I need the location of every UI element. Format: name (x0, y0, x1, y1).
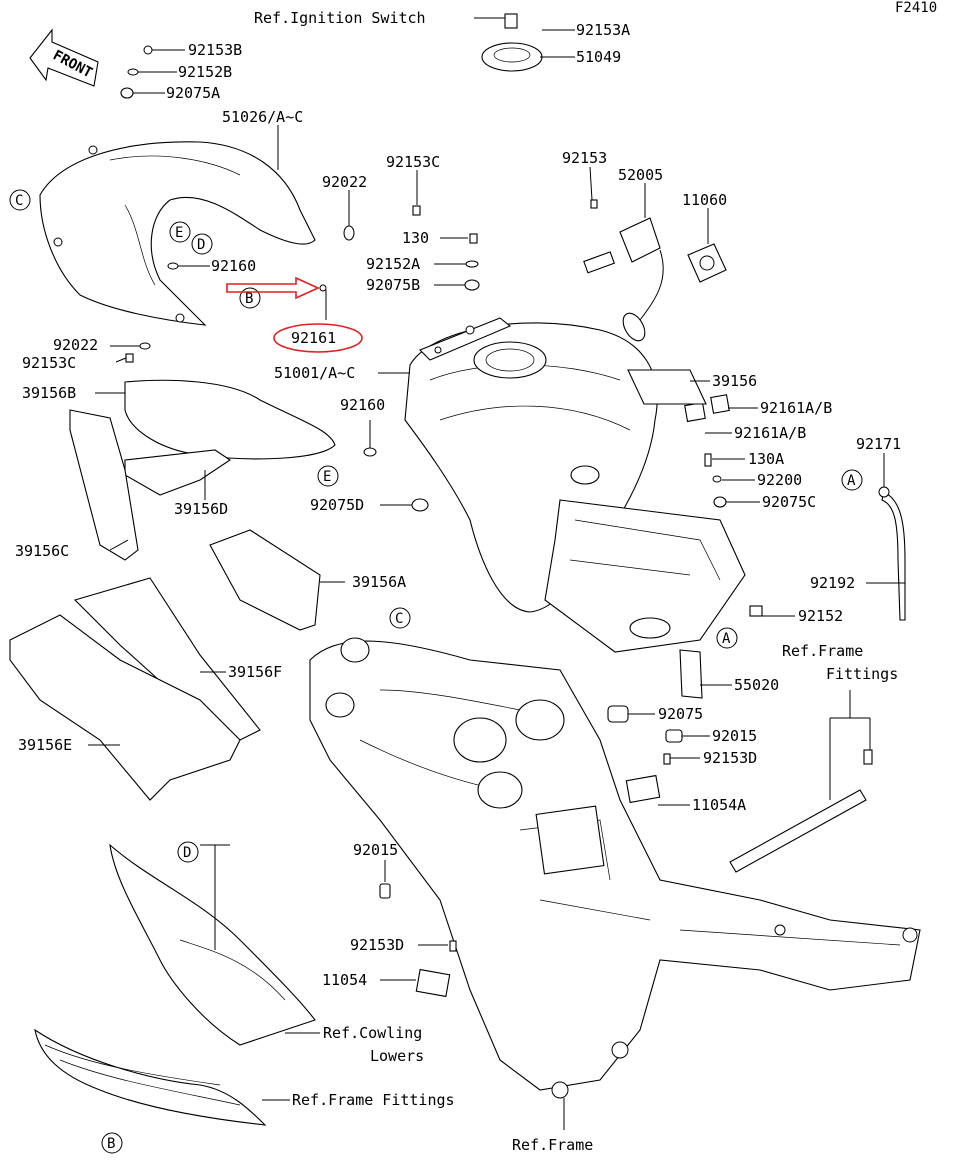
label-51049: 51049 (576, 48, 621, 66)
fuel-cap (481, 13, 543, 72)
callout-d-bottom: D (177, 841, 199, 863)
label-92160-left: 92160 (211, 257, 256, 275)
label-92075B: 92075B (366, 276, 420, 294)
label-92022-left: 92022 (53, 336, 98, 354)
label-ref-frame-fittings-1: Ref.Frame (782, 642, 863, 660)
svg-text:D: D (183, 845, 191, 861)
callout-a-right: A (841, 469, 863, 491)
part-labels: Ref.Ignition Switch 92153A 51049 92153B … (15, 9, 901, 1154)
label-92015-right: 92015 (712, 727, 757, 745)
label-ref-frame: Ref.Frame (512, 1136, 593, 1154)
callout-b-bottom: B (101, 1132, 123, 1154)
svg-text:E: E (175, 225, 183, 241)
label-39156C: 39156C (15, 542, 69, 560)
label-ref-frame-fittings-2: Fittings (826, 665, 898, 683)
label-92075C: 92075C (762, 493, 816, 511)
label-92153C-top: 92153C (386, 153, 440, 171)
label-92192: 92192 (810, 574, 855, 592)
label-92152: 92152 (798, 607, 843, 625)
label-92153D-right: 92153D (703, 749, 757, 767)
label-92075A: 92075A (166, 84, 220, 102)
svg-text:B: B (245, 291, 253, 307)
svg-text:C: C (395, 611, 403, 627)
figure-id: F2410 (895, 0, 937, 16)
callout-c-left: C (9, 189, 31, 211)
highlight-92161 (226, 276, 363, 353)
callout-e-mid: E (317, 465, 339, 487)
label-ref-cowling-2: Lowers (370, 1047, 424, 1065)
label-92015-mid: 92015 (353, 841, 398, 859)
frame-fitting-rail (729, 789, 867, 873)
label-92161AB-2: 92161A/B (734, 424, 806, 442)
label-130: 130 (402, 229, 429, 247)
insulator-39156D (124, 449, 231, 496)
label-92075D: 92075D (310, 496, 364, 514)
label-39156E: 39156E (18, 736, 72, 754)
label-39156D: 39156D (174, 500, 228, 518)
insulator-39156F (73, 577, 261, 741)
callout-e-top: E (169, 221, 191, 243)
label-130A: 130A (748, 450, 784, 468)
insulator-39156A (209, 529, 321, 631)
front-arrow-icon: FRONT (29, 28, 99, 87)
leader-lines (88, 17, 905, 1130)
label-92152A: 92152A (366, 255, 420, 273)
svg-text:A: A (847, 473, 856, 489)
callouts: C E D B E C A A D B (9, 189, 863, 1154)
label-92022-top: 92022 (322, 173, 367, 191)
insulator-39156B (124, 379, 336, 460)
svg-text:D: D (197, 237, 205, 253)
label-92153: 92153 (562, 149, 607, 167)
insulator-39156E (9, 614, 241, 801)
label-39156: 39156 (712, 372, 757, 390)
label-39156F: 39156F (228, 663, 282, 681)
label-ref-frame-fittings-bottom: Ref.Frame Fittings (292, 1091, 455, 1109)
label-11054A: 11054A (692, 796, 746, 814)
label-92153C-left: 92153C (22, 354, 76, 372)
label-92075: 92075 (658, 705, 703, 723)
label-92153D-mid: 92153D (350, 936, 404, 954)
label-92160-mid: 92160 (340, 396, 385, 414)
fuel-pump (583, 217, 727, 342)
tank-tray (544, 465, 746, 653)
insulator-39156C (69, 409, 139, 561)
label-51026: 51026/A~C (222, 108, 303, 126)
svg-text:A: A (722, 631, 731, 647)
svg-text:E: E (323, 469, 331, 485)
label-55020: 55020 (734, 676, 779, 694)
label-11060: 11060 (682, 191, 727, 209)
svg-text:C: C (15, 193, 23, 209)
callout-b-top: B (239, 287, 261, 309)
label-92152B: 92152B (178, 63, 232, 81)
label-92161AB-1: 92161A/B (760, 399, 832, 417)
label-92153A: 92153A (576, 21, 630, 39)
label-39156A: 39156A (352, 573, 406, 591)
bottom-fins (34, 1028, 267, 1126)
label-92153B: 92153B (188, 41, 242, 59)
lower-cowling (109, 843, 316, 1046)
label-11054: 11054 (322, 971, 367, 989)
svg-text:B: B (107, 1136, 115, 1152)
label-92200: 92200 (757, 471, 802, 489)
label-52005: 52005 (618, 166, 663, 184)
label-92161: 92161 (291, 329, 336, 347)
hose-92192 (881, 491, 906, 621)
label-39156B: 39156B (22, 384, 76, 402)
label-51001: 51001/A~C (274, 364, 355, 382)
side-cover-51026 (39, 141, 316, 326)
callout-a-mid: A (716, 627, 738, 649)
label-92171: 92171 (856, 435, 901, 453)
callout-d-top: D (191, 233, 213, 255)
label-ignition: Ref.Ignition Switch (254, 9, 426, 27)
frame (309, 637, 921, 1099)
callout-c-mid: C (389, 607, 411, 629)
small-hardware (120, 45, 873, 998)
label-ref-cowling-1: Ref.Cowling (323, 1024, 422, 1042)
